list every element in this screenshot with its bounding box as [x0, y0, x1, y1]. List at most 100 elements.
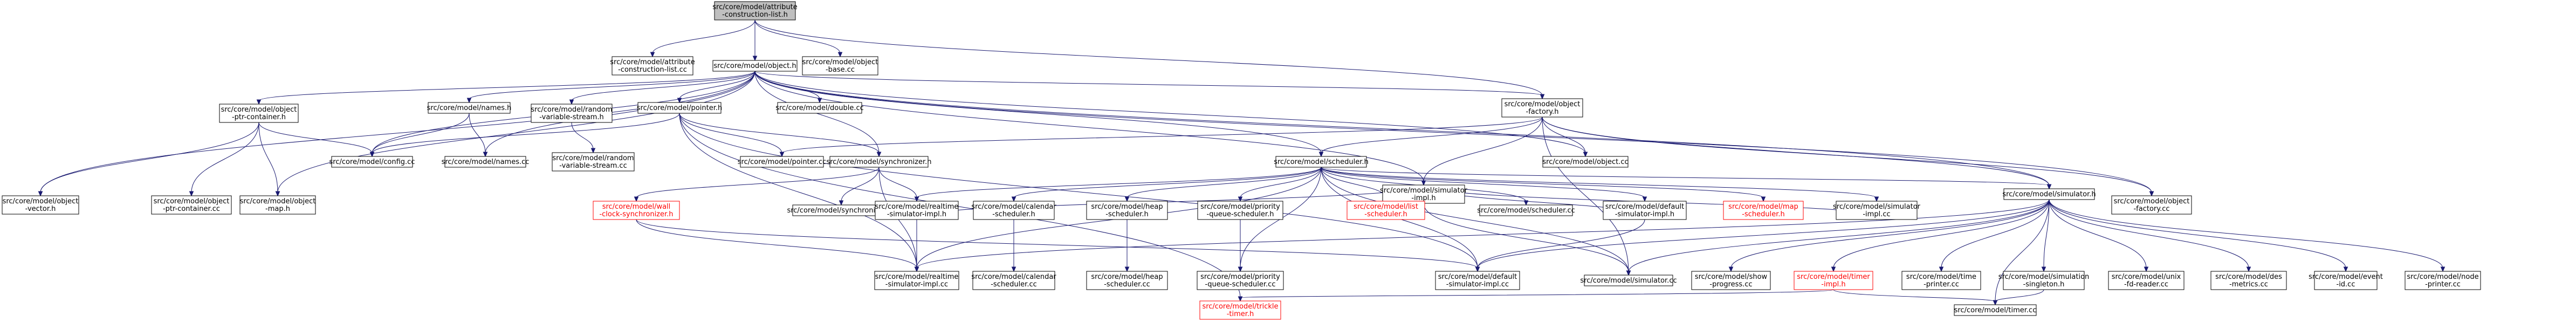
- graph-node-objmap[interactable]: src/core/model/object-map.h: [239, 195, 316, 215]
- edge-arrowhead: [1238, 266, 1243, 272]
- node-label-line: src/core/model/object: [802, 58, 878, 66]
- graph-node-ptrcontcc[interactable]: src/core/model/object-ptr-container.cc: [151, 195, 232, 215]
- graph-node-simcc[interactable]: src/core/model/simulator.cc: [1580, 275, 1677, 286]
- graph-node-randomh[interactable]: src/core/model/random-variable-stream.h: [531, 104, 613, 123]
- graph-node-trickle[interactable]: src/core/model/trickle-timer.h: [1199, 300, 1281, 320]
- graph-node-listh[interactable]: src/core/model/list-scheduler.h: [1347, 201, 1425, 220]
- graph-node-heaph[interactable]: src/core/model/heap-scheduler.h: [1086, 201, 1168, 220]
- edge-arrowhead: [817, 98, 822, 104]
- graph-edge-objh-to-pointerh: [677, 71, 755, 104]
- graph-node-unix[interactable]: src/core/model/unix-fd-reader.cc: [2108, 271, 2185, 290]
- graph-node-namescc[interactable]: src/core/model/names.cc: [442, 156, 530, 168]
- node-label-line: -ptr-container.h: [232, 113, 286, 121]
- edge-arrowhead: [38, 191, 43, 197]
- graph-node-defaulth[interactable]: src/core/model/default-simulator-impl.h: [1603, 201, 1687, 220]
- node-label-line: -clock-synchronizer.h: [599, 210, 673, 218]
- edge-arrowhead: [650, 52, 655, 58]
- node-label-line: src/core/model/simulator.cc: [1580, 277, 1677, 285]
- node-label-line: src/core/model/trickle: [1202, 303, 1278, 311]
- graph-node-factorycc[interactable]: src/core/model/object-factory.cc: [2111, 195, 2192, 215]
- graph-edge-schedh-to-calendarh: [1011, 167, 1322, 202]
- graph-node-randomcc[interactable]: src/core/model/random-variable-stream.cc: [552, 152, 635, 172]
- node-label-line: src/core/model/names.h: [427, 104, 512, 112]
- graph-node-synccc[interactable]: src/core/model/synchronizer.cc: [787, 204, 896, 216]
- node-label-line: src/core/model/object: [221, 106, 297, 114]
- graph-node-heapcc[interactable]: src/core/model/heap-scheduler.cc: [1086, 271, 1168, 290]
- graph-node-objvector[interactable]: src/core/model/object-vector.h: [2, 195, 79, 215]
- node-label-line: src/core/model/default: [1438, 273, 1517, 281]
- graph-node-root[interactable]: src/core/model/attribute-construction-li…: [712, 1, 798, 20]
- graph-node-showprog[interactable]: src/core/model/show-progress.cc: [1691, 271, 1771, 290]
- graph-node-ptrcont[interactable]: src/core/model/object-ptr-container.h: [219, 104, 299, 123]
- edge-arrowhead: [466, 98, 472, 104]
- node-box: [1603, 201, 1687, 220]
- graph-node-realtimeh[interactable]: src/core/model/realtime-simulator-impl.h: [875, 201, 959, 220]
- node-label-line: src/core/model/node: [2407, 273, 2478, 281]
- node-box: [1479, 204, 1573, 216]
- graph-node-timercc[interactable]: src/core/model/timer.cc: [1954, 304, 2037, 316]
- graph-node-schedcc[interactable]: src/core/model/scheduler.cc: [1477, 204, 1575, 216]
- graph-node-timerimpl[interactable]: src/core/model/timer-impl.h: [1794, 271, 1873, 290]
- graph-node-wallclock[interactable]: src/core/model/wall-clock-synchronizer.h: [593, 201, 680, 220]
- node-box: [802, 56, 878, 76]
- graph-node-simh[interactable]: src/core/model/simulator.h: [2002, 188, 2096, 200]
- node-label-line: -queue-scheduler.h: [1207, 210, 1274, 218]
- node-box: [1382, 184, 1465, 204]
- node-label-line: src/core/model/simulator: [1380, 187, 1468, 195]
- graph-node-pointercc[interactable]: src/core/model/pointer.cc: [738, 156, 827, 168]
- graph-node-simimplh[interactable]: src/core/model/simulator-impl.h: [1380, 184, 1468, 204]
- graph-node-priorityh[interactable]: src/core/model/priority-queue-scheduler.…: [1197, 201, 1283, 220]
- graph-node-objectcc[interactable]: src/core/model/object.cc: [1542, 156, 1629, 168]
- graph-node-calendarcc[interactable]: src/core/model/calendar-scheduler.cc: [971, 271, 1056, 290]
- node-label-line: src/core/model/realtime: [875, 273, 959, 281]
- node-box: [1794, 271, 1873, 290]
- graph-edge-simh-to-defaultcc: [1475, 199, 2050, 272]
- graph-edge-simh-to-showprog: [1728, 199, 2050, 272]
- graph-edge-defaulth-to-defaultcc: [1475, 219, 1645, 272]
- node-label-line: -scheduler.cc: [991, 280, 1037, 289]
- graph-edge-factoryh-to-simcc: [1542, 117, 1631, 276]
- graph-edge-schedh-to-heaph: [1124, 167, 1322, 202]
- node-label-line: -timer.h: [1227, 310, 1254, 318]
- node-box: [1723, 201, 1804, 220]
- graph-node-timeprinter[interactable]: src/core/model/time-printer.cc: [1901, 271, 1981, 290]
- graph-node-realtimecc[interactable]: src/core/model/realtime-simulator-impl.c…: [874, 271, 959, 290]
- node-label-line: src/core/model/simulation: [1998, 273, 2090, 281]
- graph-node-objh[interactable]: src/core/model/object.h: [712, 60, 798, 72]
- node-label-line: src/core/model/object: [3, 197, 79, 205]
- graph-node-factoryh[interactable]: src/core/model/object-factory.h: [1501, 98, 1583, 118]
- graph-node-pointerh[interactable]: src/core/model/pointer.h: [637, 102, 722, 114]
- node-box: [1954, 304, 2037, 316]
- edge-arrowhead: [914, 196, 919, 202]
- graph-node-calendarh[interactable]: src/core/model/calendar-scheduler.h: [971, 201, 1056, 220]
- node-box: [2405, 271, 2481, 290]
- node-label-line: src/core/model/calendar: [971, 203, 1056, 211]
- graph-node-simsingleton[interactable]: src/core/model/simulation-singleton.h: [1998, 271, 2090, 290]
- edge-arrowhead: [1642, 196, 1647, 202]
- graph-node-defaultcc[interactable]: src/core/model/default-simulator-impl.cc: [1435, 271, 1520, 290]
- graph-node-nodeprinter[interactable]: src/core/model/node-printer.cc: [2405, 271, 2481, 290]
- graph-node-synch[interactable]: src/core/model/synchronizer.h: [826, 156, 932, 168]
- graph-node-simimplcc[interactable]: src/core/model/simulator-impl.cc: [1833, 201, 1921, 220]
- node-label-line: -ptr-container.cc: [163, 205, 220, 213]
- node-label-line: -simulator-impl.h: [1615, 210, 1674, 218]
- node-label-line: -queue-scheduler.cc: [1205, 280, 1276, 289]
- graph-node-objbase[interactable]: src/core/model/object-base.cc: [802, 56, 878, 76]
- graph-node-configcc[interactable]: src/core/model/config.cc: [329, 156, 415, 168]
- graph-node-namesh[interactable]: src/core/model/names.h: [427, 102, 512, 114]
- graph-node-des[interactable]: src/core/model/des-metrics.cc: [2210, 271, 2287, 290]
- edge-arrowhead: [1993, 300, 1998, 306]
- node-label-line: -simulator-impl.h: [887, 210, 946, 218]
- graph-edge-simsingleton-to-timercc: [1993, 289, 2044, 306]
- graph-node-schedh[interactable]: src/core/model/scheduler.h: [1274, 156, 1369, 168]
- graph-node-attrcc[interactable]: src/core/model/attribute-construction-li…: [610, 56, 695, 76]
- node-label-line: -singleton.h: [2023, 280, 2065, 289]
- graph-node-prioritycc[interactable]: src/core/model/priority-queue-scheduler.…: [1197, 271, 1284, 290]
- node-box: [2108, 271, 2185, 290]
- node-label-line: -simulator-impl.cc: [885, 280, 948, 289]
- node-label-line: -simulator-impl.cc: [1446, 280, 1509, 289]
- graph-node-maph[interactable]: src/core/model/map-scheduler.h: [1723, 201, 1804, 220]
- graph-node-doublecc[interactable]: src/core/model/double.cc: [775, 102, 864, 114]
- node-label-line: src/core/model/unix: [2112, 273, 2181, 281]
- graph-node-eventid[interactable]: src/core/model/event-id.cc: [2309, 271, 2383, 290]
